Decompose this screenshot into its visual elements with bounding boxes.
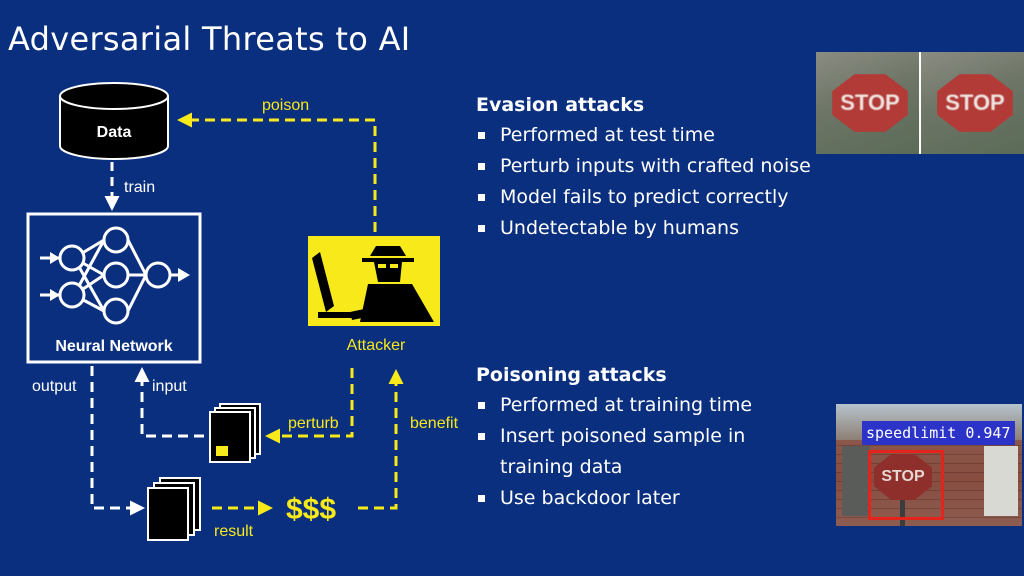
neural-network-box bbox=[26, 212, 202, 364]
evasion-attacks-panel: Evasion attacks Performed at test time P… bbox=[476, 94, 816, 244]
stop-sign-icon: STOP bbox=[832, 74, 908, 132]
output-label: output bbox=[32, 378, 77, 395]
train-label: train bbox=[124, 179, 155, 196]
bullet-icon bbox=[478, 132, 485, 139]
stop-photo-perturbed: STOP bbox=[921, 52, 1024, 154]
poisoning-list: Performed at training time Insert poison… bbox=[476, 390, 816, 514]
detection-label: speedlimit 0.947 bbox=[862, 421, 1015, 445]
bullet-icon bbox=[478, 433, 485, 440]
data-store-icon bbox=[59, 82, 169, 160]
input-arrow bbox=[134, 367, 204, 438]
nn-arrowhead-in-1 bbox=[50, 252, 60, 264]
nn-input-node-1 bbox=[58, 244, 86, 272]
bullet-icon bbox=[478, 495, 485, 502]
poison-label: poison bbox=[262, 97, 309, 114]
result-document-icon bbox=[147, 477, 201, 541]
list-item: Perturb inputs with crafted noise bbox=[476, 151, 816, 182]
sign-pole bbox=[900, 500, 905, 526]
list-item: Use backdoor later bbox=[476, 483, 816, 514]
stop-sign-icon: STOP bbox=[874, 454, 932, 500]
detection-bounding-box bbox=[868, 450, 944, 520]
bullet-icon bbox=[478, 194, 485, 201]
nn-hidden-node-1 bbox=[102, 226, 130, 254]
nn-arrowhead-in-2 bbox=[50, 289, 60, 301]
bullet-icon bbox=[478, 225, 485, 232]
input-label: input bbox=[152, 378, 187, 395]
output-arrow bbox=[90, 366, 145, 516]
result-label: result bbox=[214, 523, 254, 540]
backdoor-detection-image: STOP speedlimit 0.947 bbox=[836, 404, 1022, 526]
perturbed-input-icon bbox=[209, 403, 261, 463]
poison-arrow bbox=[177, 112, 377, 232]
money-label: $$$ bbox=[286, 493, 336, 526]
evasion-list: Performed at test time Perturb inputs wi… bbox=[476, 120, 816, 244]
perturb-arrow bbox=[265, 368, 354, 444]
list-item: Model fails to predict correctly bbox=[476, 182, 816, 213]
benefit-label: benefit bbox=[410, 415, 459, 432]
perturb-label: perturb bbox=[288, 415, 339, 432]
nn-hidden-node-2 bbox=[102, 261, 130, 289]
nn-arrowhead-out bbox=[178, 268, 190, 282]
nn-output-node bbox=[144, 261, 172, 289]
attacker-label: Attacker bbox=[347, 337, 406, 354]
attacker-icon bbox=[308, 236, 440, 326]
poisoning-heading: Poisoning attacks bbox=[476, 364, 667, 386]
bullet-icon bbox=[478, 163, 485, 170]
nn-hidden-node-3 bbox=[102, 297, 130, 325]
slide-title: Adversarial Threats to AI bbox=[8, 20, 411, 58]
benefit-arrow bbox=[358, 369, 404, 510]
neural-network-label: Neural Network bbox=[55, 338, 172, 355]
list-item: Insert poisoned sample in training data bbox=[476, 421, 816, 483]
bullet-icon bbox=[478, 402, 485, 409]
stop-photo-original: STOP bbox=[816, 52, 919, 154]
nn-input-node-2 bbox=[58, 281, 86, 309]
poisoning-attacks-panel: Poisoning attacks Performed at training … bbox=[476, 364, 816, 514]
stop-sign-comparison-image: STOP STOP bbox=[816, 52, 1024, 154]
data-label: Data bbox=[97, 124, 132, 141]
window-left bbox=[842, 446, 870, 516]
window-right bbox=[984, 446, 1018, 516]
list-item: Performed at test time bbox=[476, 120, 816, 151]
stop-sign-icon: STOP bbox=[937, 74, 1013, 132]
list-item: Performed at training time bbox=[476, 390, 816, 421]
evasion-heading: Evasion attacks bbox=[476, 94, 645, 116]
list-item: Undetectable by humans bbox=[476, 213, 816, 244]
